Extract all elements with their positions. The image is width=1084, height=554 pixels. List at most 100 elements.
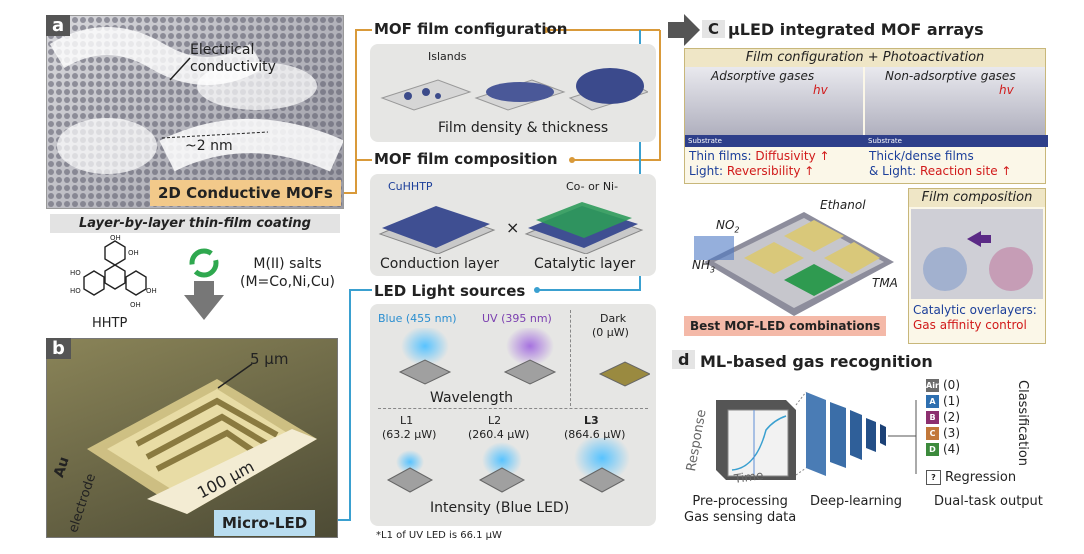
cat-label: Co- or Ni- <box>566 180 619 193</box>
panel-b-image <box>46 338 338 538</box>
molecule-name: HHTP <box>92 316 128 331</box>
thick-line: & Light: <box>869 164 920 178</box>
annotation-line: conductivity <box>190 59 276 75</box>
uv-label: UV (395 nm) <box>482 312 552 325</box>
annotation-line: Electrical <box>190 42 255 58</box>
panel-d-letter: d <box>672 350 696 369</box>
ethanol-label: Ethanol <box>820 198 866 212</box>
non-adsorptive-image: Non-adsorptive gases hv Substrate <box>865 67 1048 147</box>
orange-connector-config <box>340 29 372 194</box>
regression-output: ? Regression <box>926 470 1016 485</box>
divider <box>570 310 572 406</box>
gas-subscript: 3 <box>710 265 716 275</box>
dimension-arrow <box>161 131 269 139</box>
tma-label: TMA <box>872 276 898 290</box>
svg-text:HO: HO <box>70 287 81 295</box>
svg-text:OH: OH <box>130 301 141 309</box>
dual-task-caption: Dual-task output <box>934 494 1043 509</box>
photoactivation-header: Film configuration + Photoactivation <box>685 49 1045 67</box>
classification-label: Classification <box>1015 380 1030 467</box>
caption-line: Gas sensing data <box>684 510 797 525</box>
adsorptive-image: Adsorptive gases hv Substrate <box>685 67 866 147</box>
coating-label: Layer-by-layer thin-film coating <box>50 214 340 233</box>
salts-text: M(II) salts (M=Co,Ni,Cu) <box>240 255 335 291</box>
salts-line: (M=Co,Ni,Cu) <box>240 274 335 290</box>
conduction-caption: Conduction layer <box>380 256 500 272</box>
class-badge: B <box>926 411 939 424</box>
catalytic-overlayer-illustration <box>911 209 1043 299</box>
deep-learning-caption: Deep-learning <box>810 494 902 509</box>
led-box: Blue (455 nm) UV (395 nm) Dark (0 μW) Wa… <box>370 304 656 526</box>
panel-c-letter: C <box>702 20 726 38</box>
wavelength-caption: Wavelength <box>430 390 514 406</box>
composition-line: Gas affinity control <box>913 318 1027 332</box>
class-item-0: Air(0) <box>926 378 960 394</box>
hv-label: hv <box>813 83 828 97</box>
svg-text:OH: OH <box>110 235 121 242</box>
gas-name: NO <box>716 218 735 232</box>
panel-c-title: μLED integrated MOF arrays <box>728 20 984 39</box>
class-list: Air(0) A(1) B(2) C(3) D(4) <box>926 378 960 458</box>
times-symbol: × <box>506 218 520 237</box>
dark-value: (0 μW) <box>592 326 629 339</box>
no2-label: NO2 <box>716 218 740 234</box>
photoactivation-box: Film configuration + Photoactivation Ads… <box>684 48 1048 184</box>
regression-badge: ? <box>926 470 941 485</box>
preprocessing-caption: Pre-processing Gas sensing data <box>684 494 796 526</box>
recycle-down-arrow-icon <box>184 248 224 320</box>
thick-line: Thick/dense films <box>869 149 974 163</box>
panel-d-title: ML-based gas recognition <box>700 352 933 371</box>
intensity-led-chips <box>386 438 630 493</box>
wavelength-led-chips <box>398 328 650 387</box>
class-item-4: D(4) <box>926 442 960 458</box>
class-badge: A <box>926 395 939 408</box>
regression-label: Regression <box>945 470 1017 485</box>
cuhhtp-label: CuHHTP <box>388 180 433 193</box>
substrate-bar: Substrate <box>685 135 866 147</box>
annotation-pointer <box>169 57 191 81</box>
non-adsorptive-label: Non-adsorptive gases <box>885 69 1016 83</box>
thin-line: Thin films: <box>689 149 756 163</box>
ml-pipeline-illustration <box>716 391 917 480</box>
film-config-box: Islands Film density & thickness <box>370 44 656 142</box>
intensity-caption: Intensity (Blue LED) <box>430 500 570 516</box>
l2-value: (260.4 μW) <box>468 428 530 441</box>
salts-line: M(II) salts <box>253 256 322 272</box>
catalytic-caption: Catalytic layer <box>534 256 636 272</box>
l3-label: L3 <box>584 414 599 427</box>
thin-film-text: Thin films: Diffusivity ↑ Light: Reversi… <box>689 149 830 179</box>
film-composition-header: Film composition <box>909 189 1045 207</box>
class-label: (3) <box>943 426 960 440</box>
panel-a-image <box>46 15 344 209</box>
dark-label: Dark <box>600 312 627 325</box>
blue-label: Blue (455 nm) <box>378 312 457 325</box>
micro-led-tag: Micro-LED <box>214 510 316 536</box>
film-comp-box: CuHHTP Co- or Ni- × Conduction layer Cat… <box>370 174 656 276</box>
film-composition-box: Film composition Catalytic overlayers: G… <box>908 188 1046 344</box>
gas-name: NH <box>692 258 710 272</box>
islands-label: Islands <box>428 50 467 63</box>
nh3-label: NH3 <box>692 258 715 274</box>
mof-led-array-illustration <box>694 212 894 316</box>
thick-value: Reaction site ↑ <box>919 164 1012 178</box>
class-label: (1) <box>943 394 960 408</box>
divider <box>378 408 648 410</box>
thick-film-text: Thick/dense films & Light: Reaction site… <box>869 149 1011 179</box>
film-comp-title: MOF film composition <box>374 150 558 168</box>
conductivity-annotation: Electrical conductivity <box>190 42 276 76</box>
micro-led-device-illustration <box>87 379 317 514</box>
thin-line: Light: <box>689 164 727 178</box>
caption-line: Pre-processing <box>692 494 788 509</box>
class-badge: C <box>926 427 939 440</box>
gas-subscript: 2 <box>734 225 740 235</box>
l1-label: L1 <box>400 414 414 427</box>
panel-b-letter: b <box>46 338 71 359</box>
layer-illustration <box>378 202 644 254</box>
mof-lattice-illustration <box>47 16 343 208</box>
best-combo-tag: Best MOF-LED combinations <box>684 316 887 336</box>
film-density-illustration <box>380 68 648 111</box>
svg-text:OH: OH <box>146 287 157 295</box>
class-label: (4) <box>943 442 960 456</box>
dim-pointer <box>217 363 253 389</box>
